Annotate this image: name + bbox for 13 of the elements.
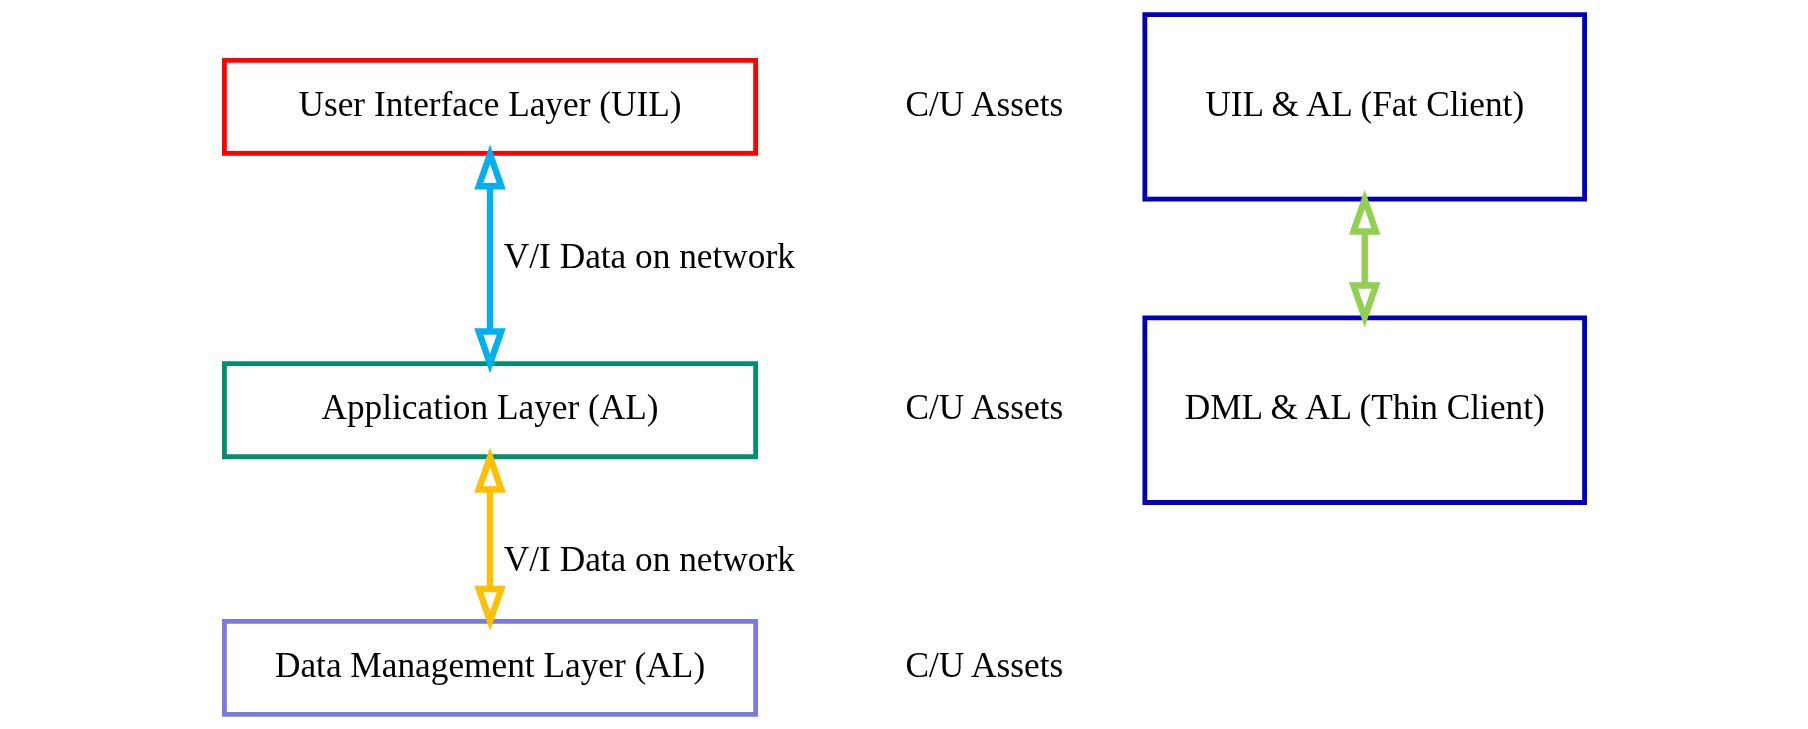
node-box: User Interface Layer (UIL) — [221, 57, 758, 156]
arrow — [473, 144, 506, 374]
arrow — [473, 447, 506, 631]
arrow — [1348, 189, 1380, 328]
node-box: UIL & AL (Fat Client) — [1141, 12, 1587, 202]
node-box: Application Layer (AL) — [221, 361, 758, 460]
label: C/U Assets — [904, 645, 1063, 685]
edge-label: V/I Data on network — [503, 539, 795, 579]
node-box: DML & AL (Thin Client) — [1141, 315, 1587, 505]
label: C/U Assets — [904, 388, 1063, 428]
node-box: Data Management Layer (AL) — [221, 618, 758, 717]
edge-label: V/I Data on network — [503, 236, 795, 276]
label: C/U Assets — [904, 84, 1063, 124]
